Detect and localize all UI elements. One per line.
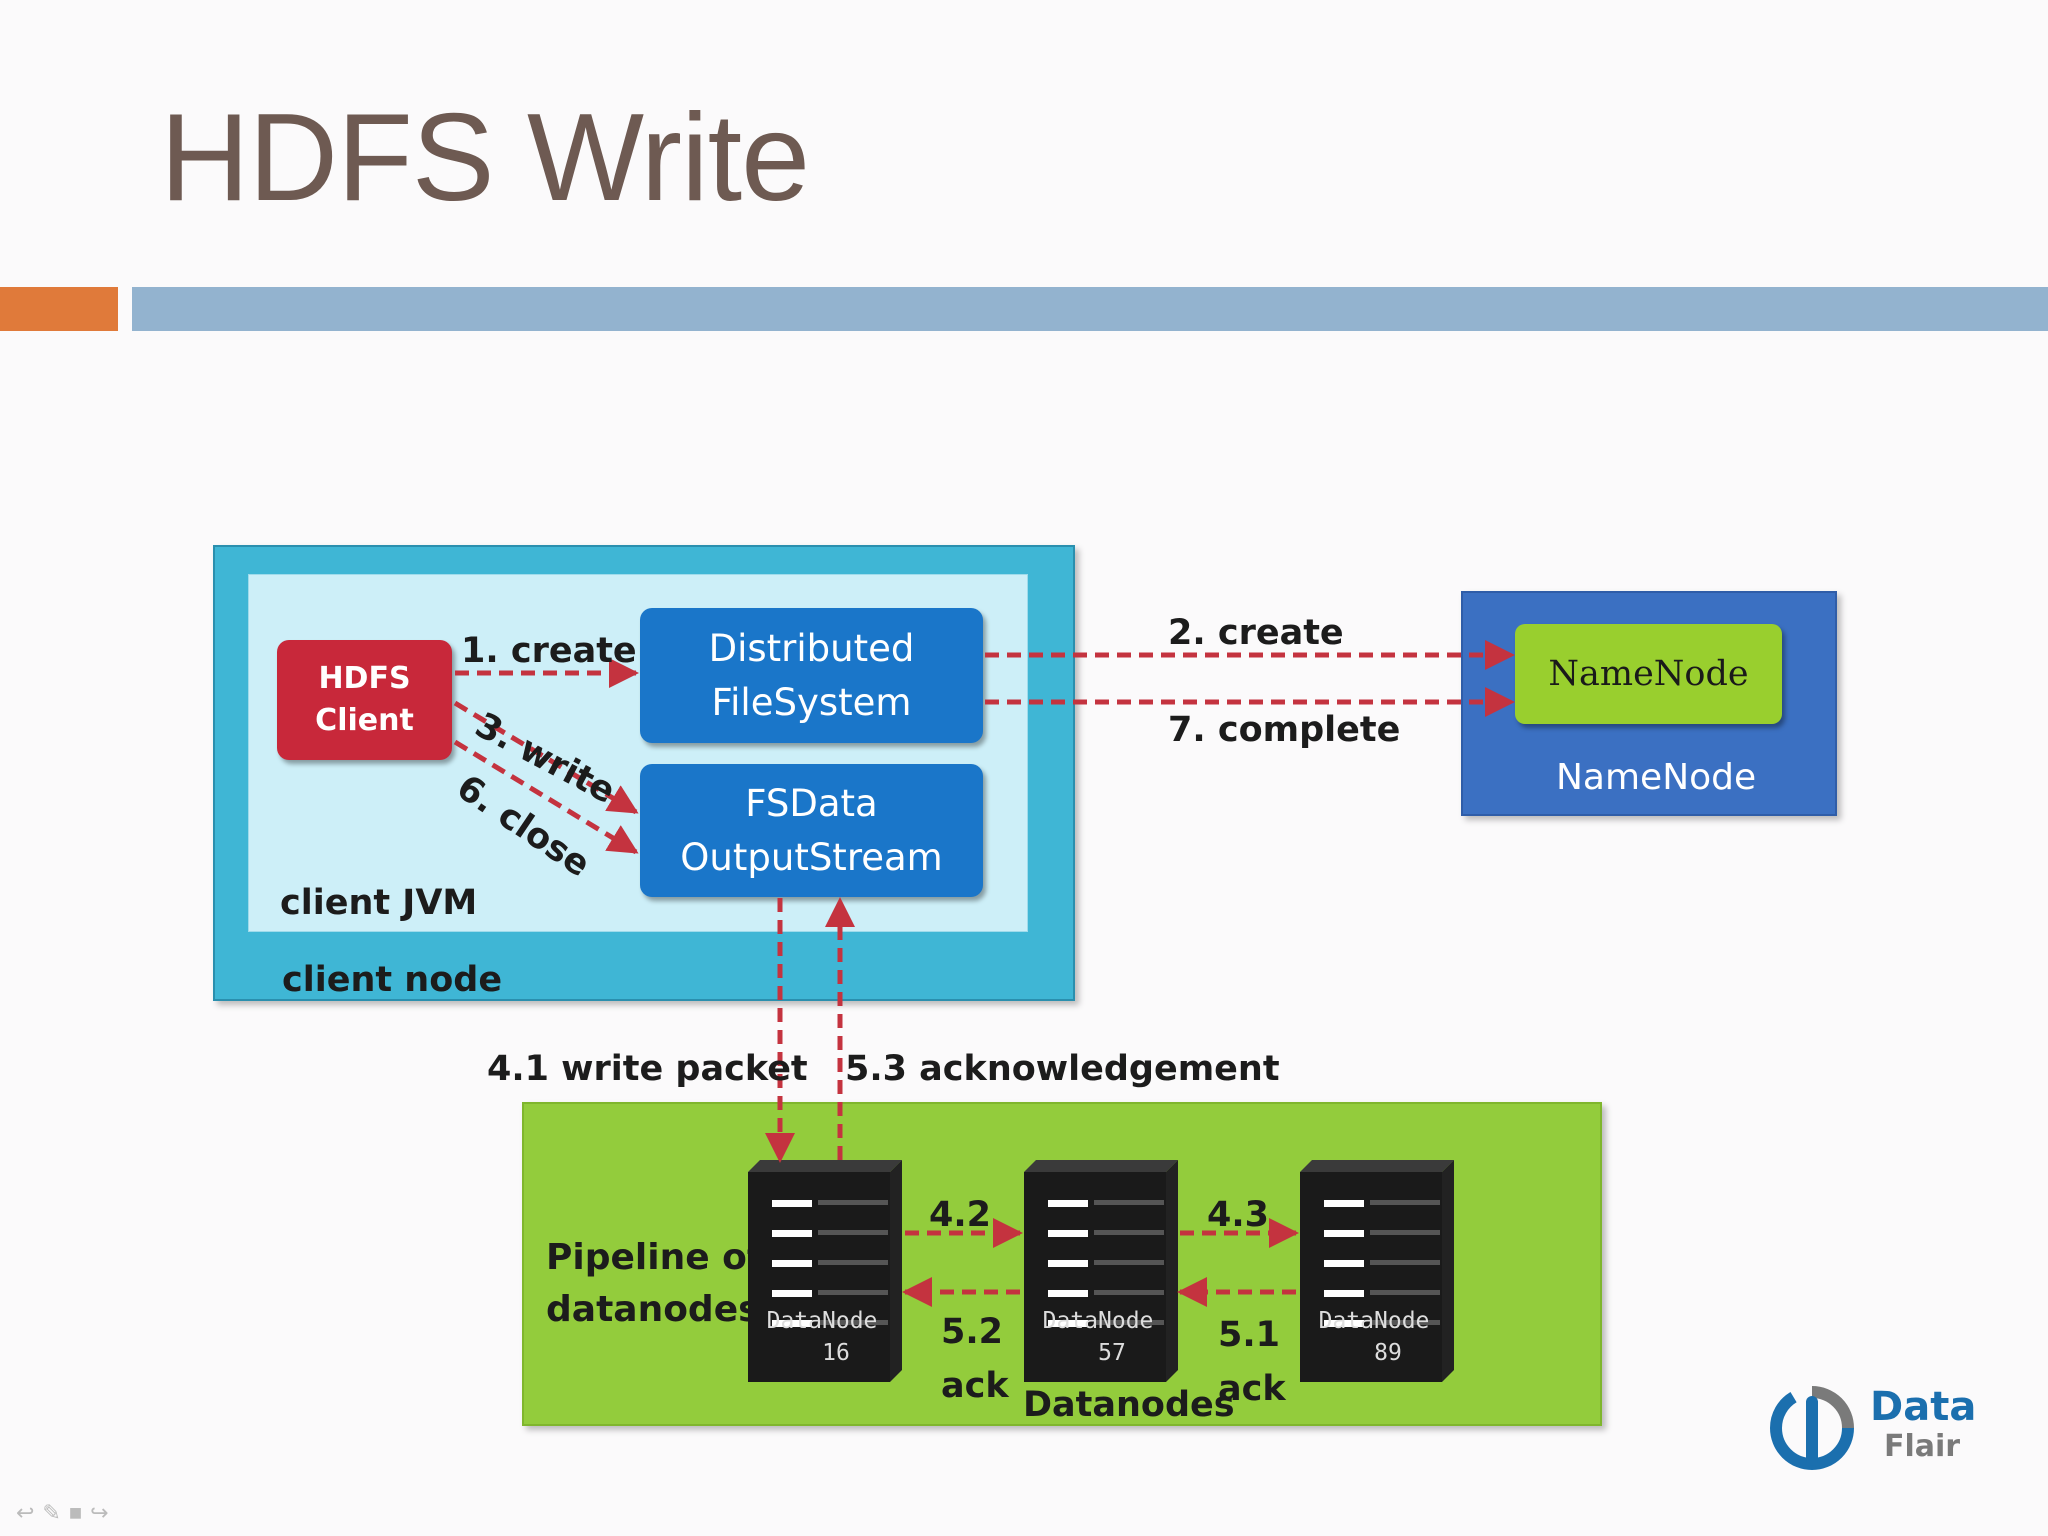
- label-complete-7: 7. complete: [1168, 710, 1401, 750]
- datanode-server-16: DataNode 16: [748, 1160, 902, 1382]
- datanode-name-89: DataNode: [1319, 1308, 1430, 1334]
- label-write-packet: 4.1 write packet: [487, 1049, 808, 1089]
- label-step-42: 4.2: [929, 1195, 992, 1235]
- namenode-box: NameNode: [1515, 624, 1782, 724]
- slide-nav-icons: ↩✎■↪: [16, 1500, 117, 1525]
- logo-text-data: Data: [1870, 1384, 1976, 1430]
- namenode-panel-label: NameNode: [1556, 757, 1757, 798]
- pipeline-label: Pipeline of datanodes: [546, 1237, 763, 1331]
- datanode-server-89: DataNode 89: [1300, 1160, 1454, 1382]
- client-node-label: client node: [282, 960, 503, 1000]
- datanode-name-57: DataNode: [1043, 1308, 1154, 1334]
- accent-bar-orange: [0, 287, 118, 331]
- datanode-id-16: 16: [822, 1340, 850, 1366]
- datanodes-label: Datanodes: [1023, 1385, 1235, 1425]
- label-acknowledgement: 5.3 acknowledgement: [845, 1049, 1280, 1089]
- datanode-id-57: 57: [1098, 1340, 1126, 1366]
- datanode-id-89: 89: [1374, 1340, 1402, 1366]
- dataflair-logo: Data Flair: [1770, 1384, 1976, 1470]
- accent-bar-blue: [132, 287, 2048, 331]
- fsdata-outputstream-box: FSData OutputStream: [640, 764, 983, 897]
- label-step-43: 4.3: [1207, 1195, 1270, 1235]
- hdfs-client-box: HDFS Client: [277, 640, 452, 760]
- logo-text-flair: Flair: [1884, 1429, 1960, 1464]
- client-jvm-label: client JVM: [280, 883, 478, 923]
- datanode-server-57: DataNode 57: [1024, 1160, 1178, 1382]
- distributed-filesystem-box: Distributed FileSystem: [640, 608, 983, 743]
- datanode-name-16: DataNode: [767, 1308, 878, 1334]
- label-ack-51: 5.1 ack: [1218, 1315, 1286, 1410]
- label-create-2: 2. create: [1168, 613, 1344, 653]
- slide-title: HDFS Write: [160, 89, 810, 227]
- label-ack-52: 5.2 ack: [941, 1312, 1009, 1407]
- label-create-1: 1. create: [461, 631, 637, 671]
